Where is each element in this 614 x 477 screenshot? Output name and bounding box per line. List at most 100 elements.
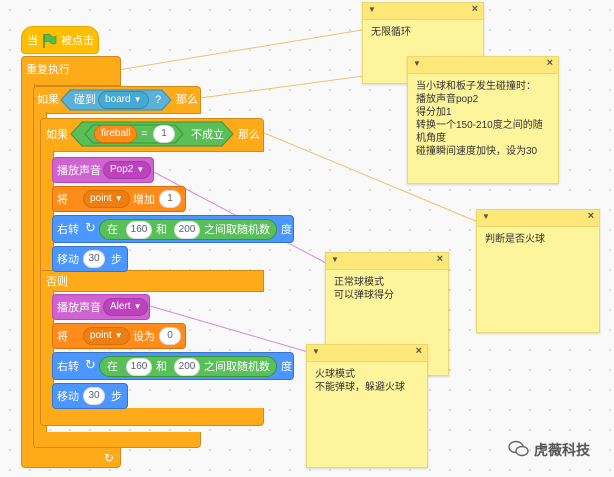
chevron-down-icon: ▼ [136, 165, 145, 174]
point-variable-dropdown-1[interactable]: point▼ [83, 190, 130, 208]
close-icon[interactable]: × [436, 253, 443, 265]
close-icon[interactable]: × [587, 210, 594, 222]
deg-label: 度 [281, 224, 292, 236]
change-label: 增加 [133, 194, 155, 206]
collapse-icon[interactable]: ▼ [413, 59, 421, 68]
else-section [40, 270, 264, 292]
touching-question: ? [155, 94, 162, 106]
comment-fireball-mode[interactable]: ▼× 火球模式 不能弹球，躲避火球 [306, 344, 428, 468]
comment-text[interactable]: 火球模式 不能弹球，躲避火球 [315, 369, 405, 393]
point-variable-dropdown-2[interactable]: point▼ [83, 327, 130, 345]
comment-header[interactable]: ▼× [408, 57, 558, 74]
touching-label: 碰到 [74, 94, 96, 106]
touching-target: board [105, 94, 131, 105]
turn-random-block-2[interactable]: 右转 ↻ 在 160 和 200 之间取随机数 度 [52, 352, 294, 380]
close-icon[interactable]: × [471, 3, 478, 15]
deg-label-2: 度 [281, 361, 292, 373]
if-inner-bottom [40, 408, 264, 426]
steps-label: 步 [111, 254, 122, 266]
fireball-variable-label: fireball [101, 128, 131, 139]
equals-sign: = [141, 128, 148, 140]
play-sound-label: 播放声音 [57, 165, 101, 177]
move-value-input[interactable]: 30 [83, 250, 105, 268]
move-label: 移动 [57, 254, 79, 266]
set-prefix: 将 [57, 331, 68, 343]
if-outer-label: 如果 [37, 94, 59, 106]
random-operator-2[interactable]: 在 160 和 200 之间取随机数 [99, 356, 277, 377]
random-to-input-2[interactable]: 200 [174, 358, 200, 376]
chevron-down-icon: ▼ [114, 331, 123, 340]
if-inner-arm-bottom [40, 290, 54, 412]
change-value-input[interactable]: 1 [159, 190, 181, 208]
random-in: 在 [107, 224, 118, 236]
if-outer-then: 那么 [176, 94, 198, 106]
sound-alert-dropdown[interactable]: Alert▼ [103, 298, 149, 316]
forever-block[interactable] [21, 56, 121, 86]
event-prefix: 当 [27, 35, 38, 47]
play-sound-alert-block[interactable]: 播放声音 Alert▼ [52, 294, 150, 320]
if-inner-then: 那么 [238, 129, 260, 141]
sound-pop2: Pop2 [110, 164, 134, 175]
forever-label: 重复执行 [26, 64, 70, 76]
random-label-2: 之间取随机数 [204, 361, 270, 373]
move-steps-block-2[interactable]: 移动 30 步 [52, 383, 128, 409]
point-variable-2: point [90, 330, 112, 341]
change-prefix: 将 [57, 194, 68, 206]
comment-collision[interactable]: ▼× 当小球和板子发生碰撞时： 播放声音pop2 得分加1 转换一个150-21… [407, 56, 559, 184]
set-value-input[interactable]: 0 [159, 327, 181, 345]
sound-pop2-dropdown[interactable]: Pop2▼ [103, 161, 152, 179]
turn-random-block-1[interactable]: 右转 ↻ 在 160 和 200 之间取随机数 度 [52, 215, 294, 243]
watermark-text: 虎薇科技 [534, 442, 590, 458]
comment-header[interactable]: ▼× [326, 253, 448, 270]
if-inner-label: 如果 [46, 129, 68, 141]
comment-fireball-check[interactable]: ▼× 判断是否火球 [476, 209, 600, 333]
collapse-icon[interactable]: ▼ [331, 255, 339, 264]
green-flag-icon [43, 33, 57, 48]
random-from-input-2[interactable]: 160 [126, 358, 152, 376]
fireball-variable[interactable]: fireball [94, 125, 138, 143]
random-and: 和 [156, 224, 167, 236]
comment-text[interactable]: 正常球模式 可以弹球得分 [334, 277, 394, 301]
steps-label-2: 步 [111, 391, 122, 403]
chevron-down-icon: ▼ [133, 95, 142, 104]
comment-text[interactable]: 判断是否火球 [485, 234, 545, 245]
collapse-icon[interactable]: ▼ [482, 212, 490, 221]
point-variable-1: point [90, 193, 112, 204]
random-and-2: 和 [156, 361, 167, 373]
play-sound-pop2-block[interactable]: 播放声音 Pop2▼ [52, 157, 154, 183]
play-sound-label-2: 播放声音 [57, 302, 101, 314]
else-label: 否则 [46, 276, 68, 288]
touching-target-dropdown[interactable]: board▼ [98, 91, 149, 109]
comment-header[interactable]: ▼× [307, 345, 427, 362]
move-value-input-2[interactable]: 30 [83, 387, 105, 405]
set-point-block[interactable]: 将 point▼ 设为 0 [52, 323, 186, 349]
random-label: 之间取随机数 [204, 224, 270, 236]
comment-text[interactable]: 无限循环 [371, 27, 411, 38]
wechat-icon [508, 440, 529, 457]
close-icon[interactable]: × [415, 345, 422, 357]
chevron-down-icon: ▼ [114, 194, 123, 203]
event-suffix: 被点击 [61, 35, 94, 47]
not-label: 不成立 [191, 129, 224, 141]
set-label: 设为 [133, 331, 155, 343]
collapse-icon[interactable]: ▼ [312, 347, 320, 356]
turn-right-icon: ↻ [85, 357, 96, 372]
random-operator-1[interactable]: 在 160 和 200 之间取随机数 [99, 219, 277, 240]
move-steps-block-1[interactable]: 移动 30 步 [52, 246, 128, 272]
comment-header[interactable]: ▼× [363, 3, 483, 20]
equals-value-input[interactable]: 1 [153, 125, 175, 143]
collapse-icon[interactable]: ▼ [368, 5, 376, 14]
loop-arrow-icon: ↻ [104, 451, 115, 465]
close-icon[interactable]: × [546, 57, 553, 69]
turn-label: 右转 [57, 224, 79, 236]
random-to-input[interactable]: 200 [174, 221, 200, 239]
if-outer-bottom [33, 432, 201, 448]
comment-header[interactable]: ▼× [477, 210, 599, 227]
move-label-2: 移动 [57, 391, 79, 403]
when-flag-clicked-block[interactable]: 当 被点击 [21, 26, 99, 54]
change-point-block[interactable]: 将 point▼ 增加 1 [52, 186, 186, 212]
comment-text[interactable]: 当小球和板子发生碰撞时： 播放声音pop2 得分加1 转换一个150-210度之… [416, 81, 543, 157]
random-from-input[interactable]: 160 [126, 221, 152, 239]
chevron-down-icon: ▼ [133, 302, 142, 311]
